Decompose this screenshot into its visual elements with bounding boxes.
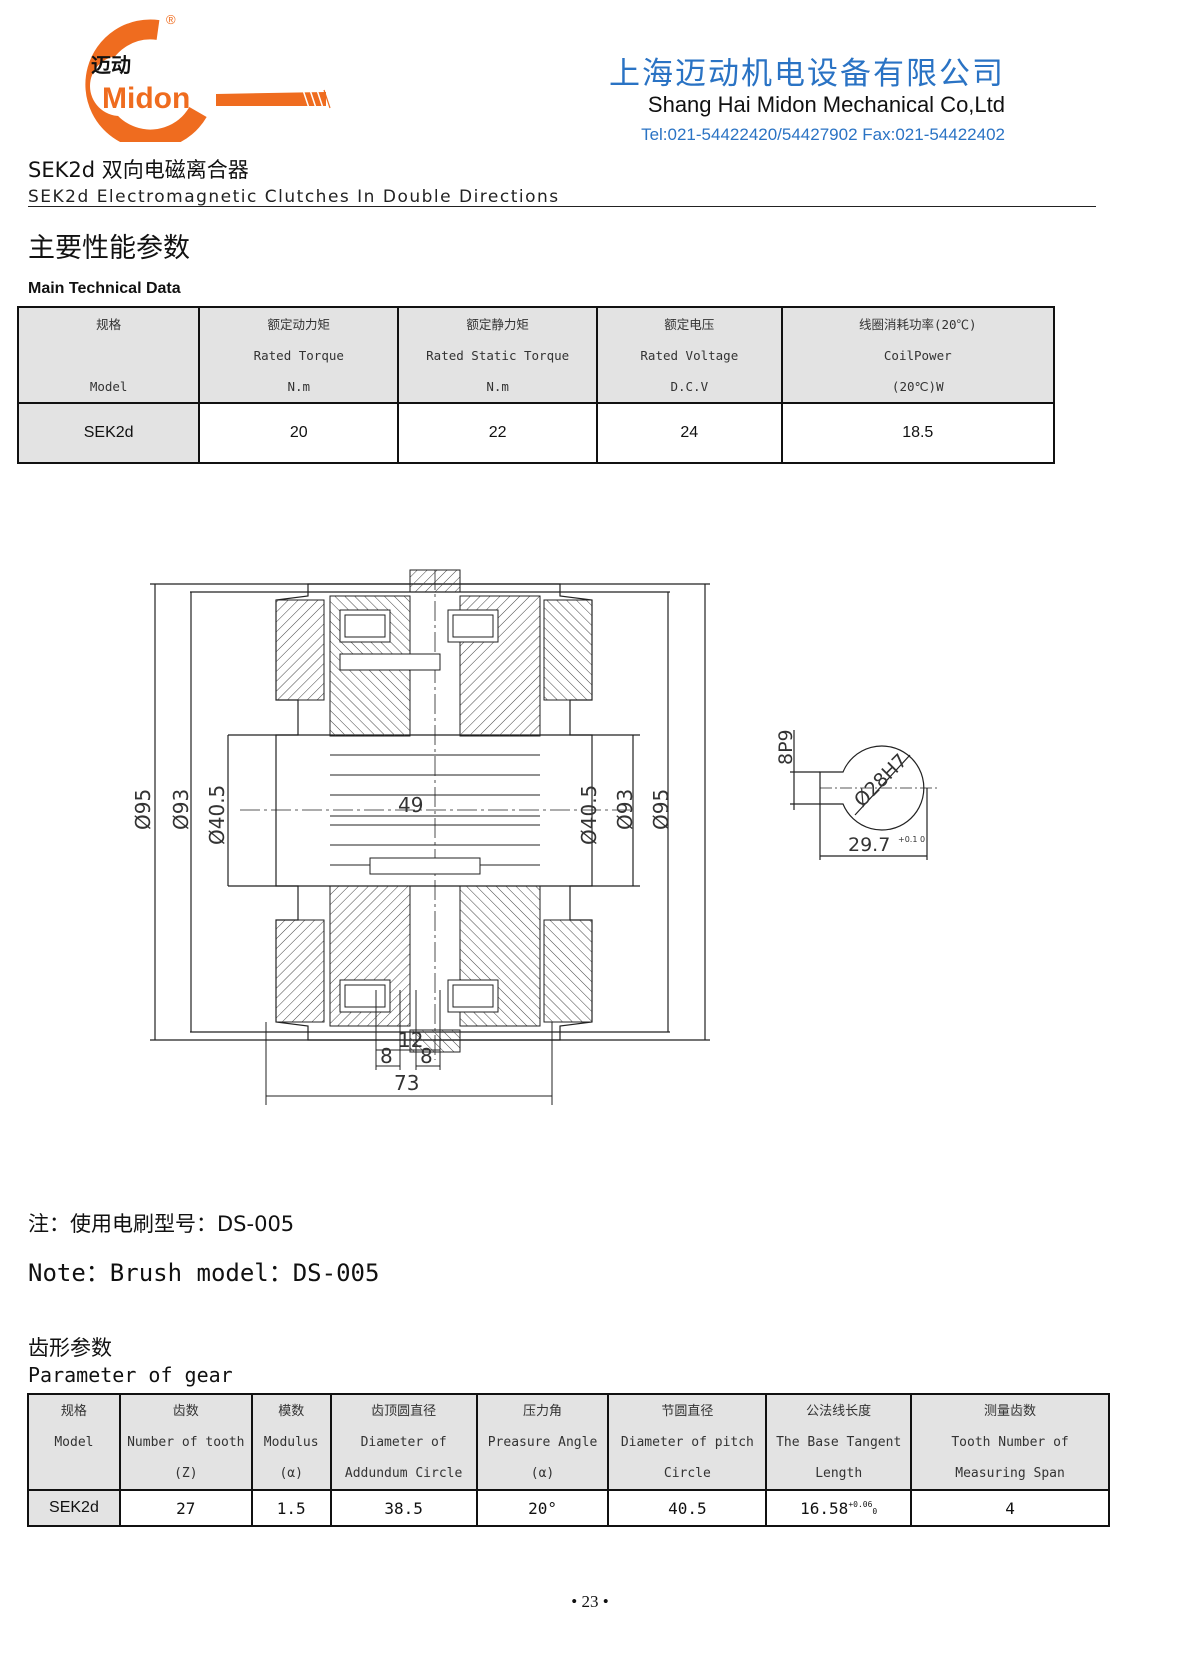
midon-logo: 迈动 Midon ® (85, 12, 331, 142)
gear-heading-cn: 齿形参数 (28, 1336, 112, 1360)
page-number: • 23 • (571, 1592, 609, 1611)
dim-8-left: 8 (380, 1044, 393, 1068)
cell-tooth-number: 27 (118, 1489, 253, 1527)
dim-d95-left: Ø95 (131, 789, 155, 830)
note-cn: 注：使用电刷型号：DS-005 (28, 1212, 295, 1236)
product-title-en: SEK2d Electromagnetic Clutches In Double… (28, 187, 560, 207)
clutch-cross-section-drawing: Ø95 Ø93 Ø40.5 Ø40.5 Ø93 Ø95 49 12 8 8 73… (131, 569, 940, 1105)
gear-heading-en: Parameter of gear (28, 1363, 233, 1387)
main-data-heading-cn: 主要性能参数 (28, 233, 190, 264)
cell-model: SEK2d (16, 402, 201, 464)
base-tangent-tolerance-lower: 0 (872, 1506, 878, 1516)
logo-text: Midon (102, 82, 190, 115)
dim-d93-right: Ø93 (613, 789, 637, 830)
dim-8-right: 8 (420, 1044, 433, 1068)
dim-keydepth: 29.7 (848, 834, 890, 856)
dim-8p9: 8P9 (775, 729, 797, 765)
main-data-heading-en: Main Technical Data (28, 280, 181, 297)
base-tangent-tolerance-upper: +0.06 (848, 1499, 873, 1509)
table-row: SEK2d 20 22 24 18.5 (16, 402, 1056, 464)
logo-cn: 迈动 (91, 53, 131, 77)
dim-49: 49 (398, 793, 423, 817)
cell-modulus: 1.5 (250, 1489, 332, 1527)
dim-bore: Ø28H7 (850, 750, 912, 812)
cell-voltage: 24 (596, 402, 783, 464)
header-cell-model: 规格 Model (16, 306, 201, 404)
cell-pitch-diameter: 40.5 (607, 1489, 768, 1527)
cell-pressure-angle: 20° (475, 1489, 610, 1527)
cell-model: SEK2d (27, 1489, 121, 1527)
cell-base-tangent: 16.58+0.060 (765, 1489, 913, 1527)
table-row: SEK2d 27 1.5 38.5 20° 40.5 16.58+0.060 4 (27, 1489, 1110, 1527)
cell-rated-torque: 20 (198, 402, 400, 464)
base-tangent-value: 16.58 (800, 1498, 849, 1518)
company-name-en: Shang Hai Midon Mechanical Co,Ltd (647, 92, 1005, 117)
company-contact: Tel:021-54422420/54427902 Fax:021-544224… (641, 125, 1005, 144)
dim-d93-left: Ø93 (169, 789, 193, 830)
cell-coil-power: 18.5 (780, 402, 1056, 464)
dim-keytol: +0.1 0 (898, 835, 925, 844)
header-divider (28, 206, 1096, 207)
cell-static-torque: 22 (397, 402, 599, 464)
note-en: Note：Brush model：DS-005 (28, 1259, 380, 1287)
product-title-cn: SEK2d 双向电磁离合器 (28, 158, 249, 182)
header-cell-coil-power: 线圈消耗功率(20℃)CoilPower(20℃)W (780, 306, 1056, 404)
cell-span: 4 (910, 1489, 1110, 1527)
dim-73: 73 (394, 1071, 419, 1095)
cell-addendum: 38.5 (329, 1489, 478, 1527)
registered-mark: ® (166, 12, 176, 27)
dim-d95-right: Ø95 (649, 789, 673, 830)
company-name-cn: 上海迈动机电设备有限公司 (609, 56, 1005, 92)
dim-d405-left: Ø40.5 (205, 785, 229, 845)
dim-d405-right: Ø40.5 (577, 785, 601, 845)
dim-12: 12 (398, 1028, 423, 1052)
